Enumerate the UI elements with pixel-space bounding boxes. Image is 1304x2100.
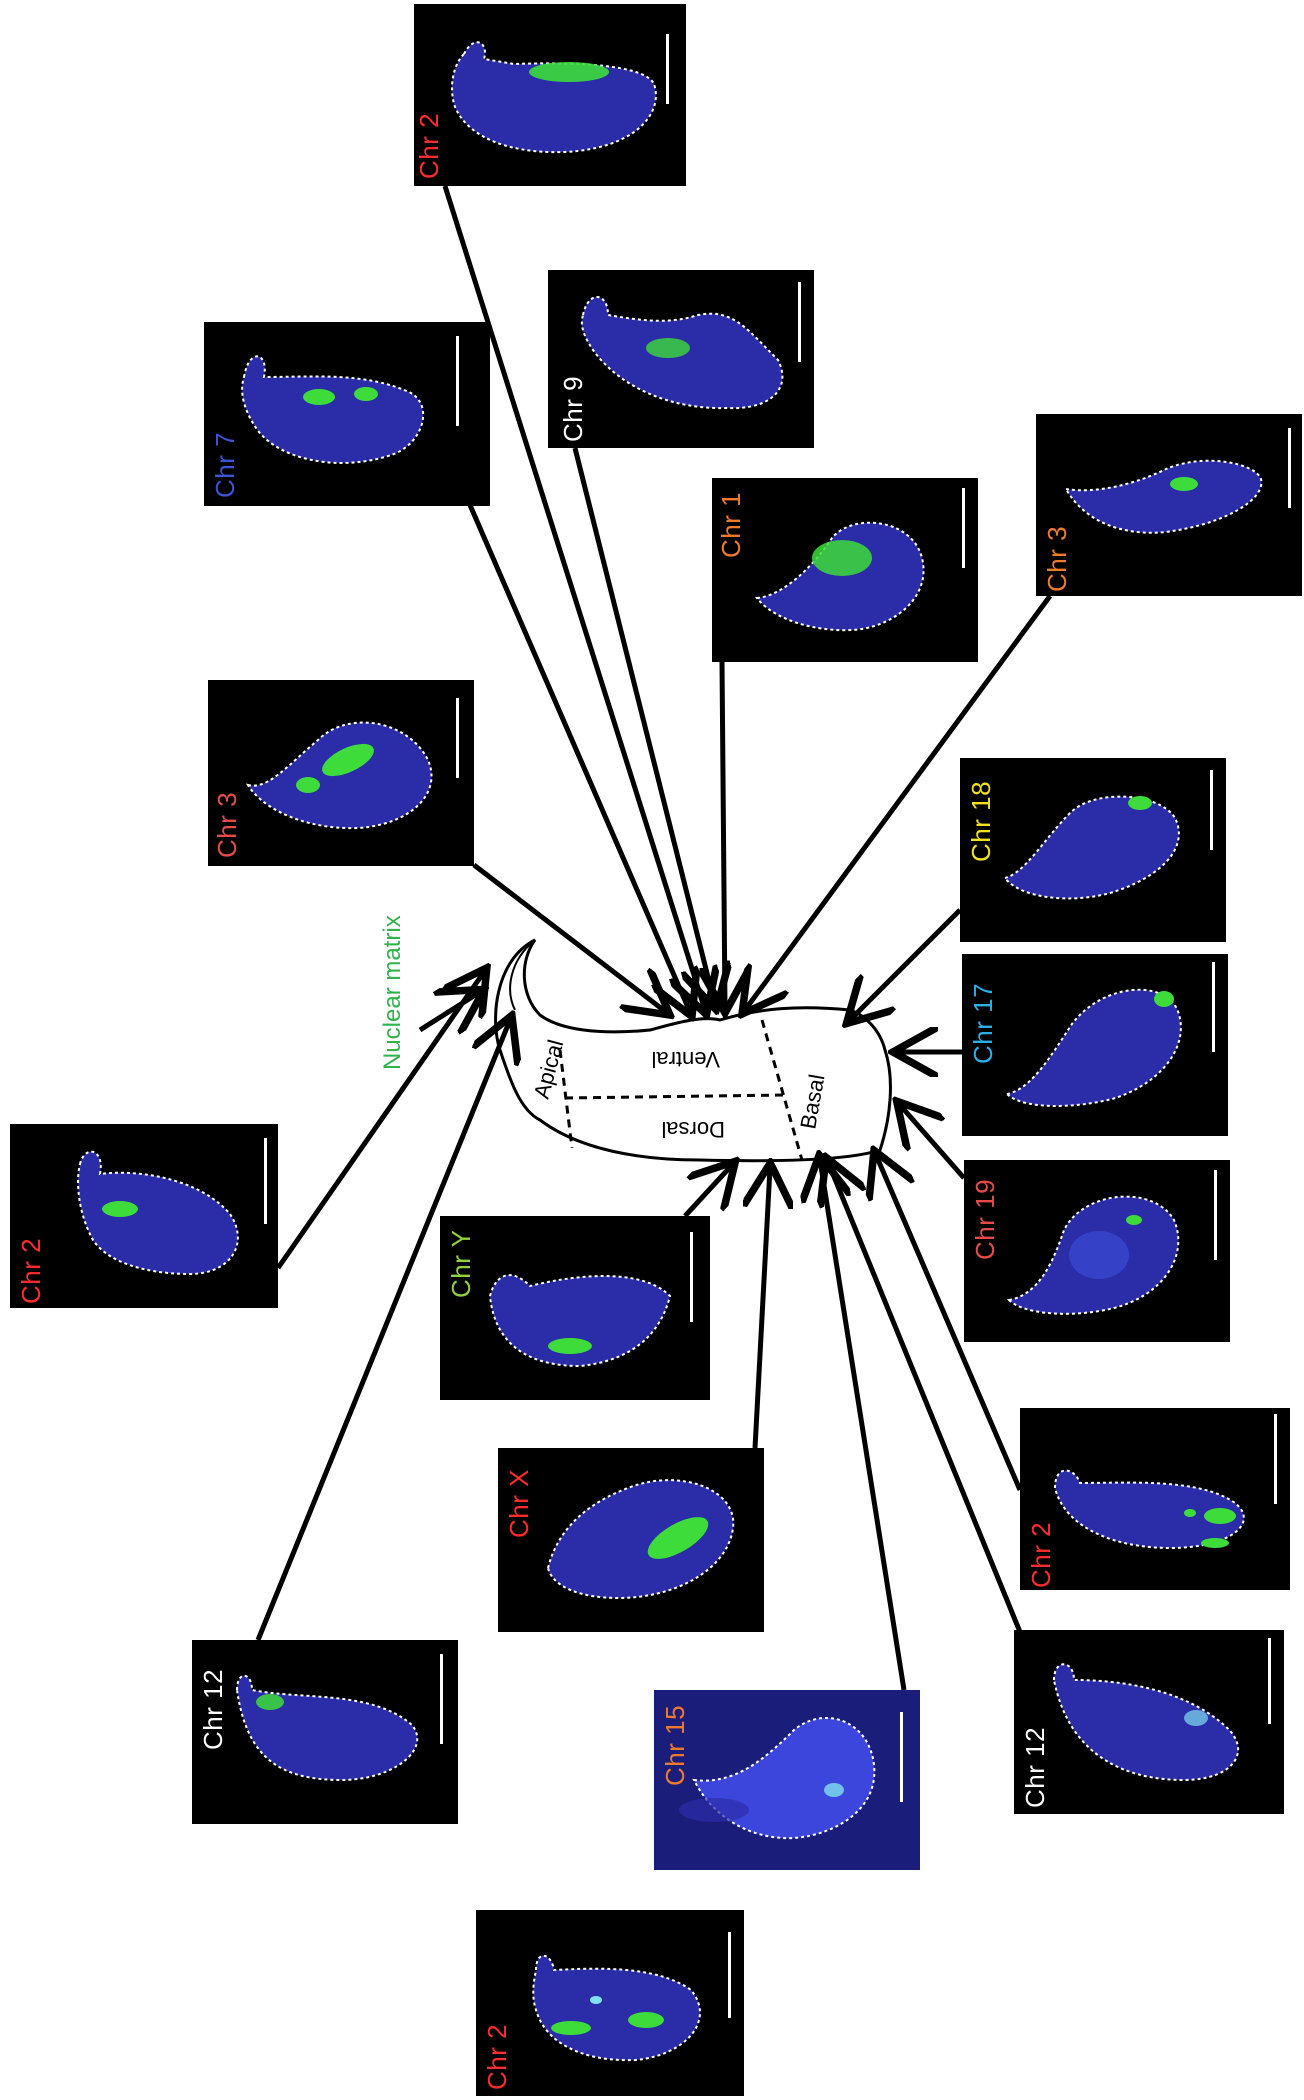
basal-divider [760, 1019, 804, 1161]
panel-chr12-right: Chr 12 [1014, 1630, 1284, 1814]
nucleus-image [532, 1954, 701, 2062]
panel-label: Chr 9 [558, 375, 588, 442]
panel-label: Chr 1 [716, 491, 746, 558]
scale-bar [666, 34, 669, 104]
panel-chr17: Chr 17 [962, 954, 1228, 1136]
panel-chr2-bottom: Chr 2 [476, 1910, 744, 2096]
region-label-basal: Basal [795, 1072, 829, 1131]
panel-label: Chr 15 [660, 1704, 690, 1786]
scale-bar [1212, 962, 1215, 1052]
region-label-dorsal: Dorsal [661, 1117, 725, 1142]
panel-chr2-top: Chr 2 [414, 4, 686, 186]
panel-label: Chr 2 [1026, 1521, 1056, 1588]
nucleus-schematic [494, 938, 892, 1163]
panel-chr3-left: Chr 3 [208, 680, 474, 866]
scale-bar [264, 1138, 267, 1224]
nucleus-image [1053, 1469, 1245, 1550]
scale-bar [1214, 1170, 1217, 1260]
scale-bar [1288, 428, 1291, 508]
nucleus-image [488, 1274, 672, 1368]
nucleus-image [1003, 795, 1180, 900]
nucleus-image [1006, 1195, 1180, 1315]
nucleus-image [1064, 459, 1263, 534]
scale-bar [1268, 1638, 1271, 1724]
scale-bar [1210, 770, 1213, 850]
panel-label: Chr Y [446, 1229, 476, 1299]
scale-bar [456, 698, 459, 778]
panel-chr19: Chr 19 [964, 1160, 1230, 1342]
nuclear-matrix-label: Nuclear matrix [379, 915, 406, 1070]
nucleus-image [241, 355, 425, 464]
nucleus-image [546, 1479, 735, 1600]
panel-chr2-right: Chr 2 [1020, 1408, 1290, 1590]
panel-chr9: Chr 9 [548, 270, 814, 448]
panel-chr12-left: Chr 12 [192, 1640, 458, 1824]
panel-chrX: Chr X [498, 1448, 764, 1632]
panel-label: Chr 2 [482, 2023, 512, 2090]
panel-chr18: Chr 18 [960, 758, 1226, 942]
panel-label: Chr 19 [970, 1178, 1000, 1260]
panel-chr1: Chr 1 [712, 478, 978, 662]
panel-label: Chr 17 [968, 982, 998, 1064]
nucleus-image [235, 1674, 419, 1782]
panel-label: Chr 3 [1042, 525, 1072, 592]
panel-label: Chr 18 [966, 780, 996, 862]
nucleus-image [245, 721, 433, 830]
scale-bar [456, 336, 459, 426]
scale-bar [900, 1712, 903, 1802]
panel-label: Chr 12 [1020, 1726, 1050, 1808]
apical-divider [558, 1049, 574, 1149]
scale-bar [690, 1232, 693, 1322]
nucleus-image [1004, 988, 1182, 1107]
panel-label: Chr 2 [16, 1237, 46, 1304]
nucleus-image [679, 1716, 876, 1840]
panel-label: Chr 12 [198, 1668, 228, 1750]
nucleus-image [77, 1150, 239, 1276]
panel-chrY: Chr Y [440, 1216, 710, 1400]
scale-bar [440, 1654, 443, 1744]
panel-chr15: Chr 15 [654, 1690, 920, 1870]
nucleus-image [1052, 1663, 1240, 1782]
scale-bar [728, 1932, 731, 2018]
panel-chr7: Chr 7 [204, 322, 490, 506]
panel-label: Chr 3 [212, 791, 242, 858]
panel-label: Chr 7 [210, 431, 240, 498]
scale-bar [1274, 1414, 1277, 1504]
scale-bar [962, 488, 965, 568]
nucleus-image [755, 521, 925, 632]
region-label-apical: Apical [529, 1037, 569, 1101]
dorsal-ventral-divider [564, 1093, 786, 1100]
nucleus-image [451, 41, 657, 154]
region-label-ventral: Ventral [652, 1047, 721, 1072]
panel-chr2-left: Chr 2 [10, 1124, 278, 1308]
panel-label: Chr X [504, 1469, 534, 1538]
scale-bar [798, 282, 801, 362]
panel-chr3-right: Chr 3 [1036, 414, 1302, 596]
panel-label: Chr 2 [414, 112, 444, 179]
